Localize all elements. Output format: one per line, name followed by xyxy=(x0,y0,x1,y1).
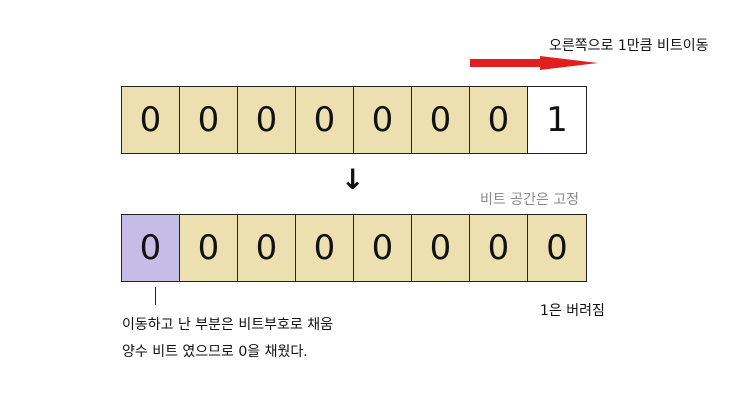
discarded-label: 1은 버려짐 xyxy=(540,303,605,319)
positive-fill-note: 양수 비트 였으므로 0을 채웠다. xyxy=(122,344,308,360)
bit-cell-after: 0 xyxy=(180,215,238,281)
bit-cell-before: 0 xyxy=(238,87,296,153)
bit-cell-before: 1 xyxy=(528,87,586,153)
bit-cell-after: 0 xyxy=(122,215,180,281)
down-arrow-icon: ↓ xyxy=(341,163,365,196)
bit-cell-after: 0 xyxy=(412,215,470,281)
bit-cell-before: 0 xyxy=(296,87,354,153)
bit-cell-before: 0 xyxy=(180,87,238,153)
bit-cell-before: 0 xyxy=(354,87,412,153)
bit-cell-after: 0 xyxy=(238,215,296,281)
shift-label: 오른쪽으로 1만큼 비트이동 xyxy=(549,38,709,54)
bit-cell-after: 0 xyxy=(528,215,586,281)
sign-fill-note: 이동하고 난 부분은 비트부호로 채움 xyxy=(122,317,333,333)
sign-bit-pointer-line xyxy=(155,287,156,305)
bit-cell-before: 0 xyxy=(470,87,528,153)
bit-cell-after: 0 xyxy=(354,215,412,281)
bit-cell-before: 0 xyxy=(122,87,180,153)
shift-right-arrow-shape xyxy=(470,56,598,70)
bit-cell-after: 0 xyxy=(470,215,528,281)
bits-before-row: 0 0 0 0 0 0 0 1 xyxy=(121,86,587,154)
bits-after-row: 0 0 0 0 0 0 0 0 xyxy=(121,214,587,282)
shift-right-arrow-icon xyxy=(470,56,598,70)
bit-cell-before: 0 xyxy=(412,87,470,153)
fixed-space-label: 비트 공간은 고정 xyxy=(480,192,580,208)
bit-cell-after: 0 xyxy=(296,215,354,281)
